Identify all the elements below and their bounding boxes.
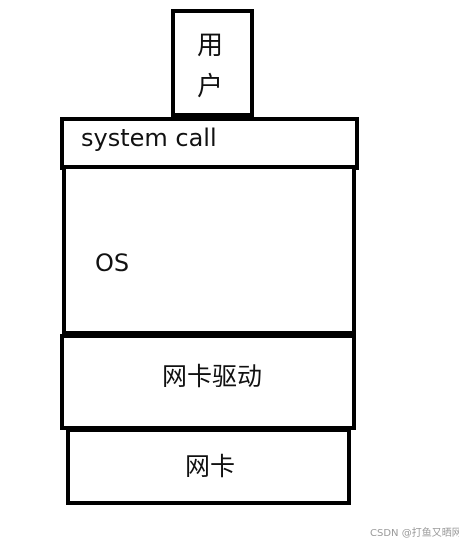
os-layer-label: OS <box>95 249 130 277</box>
nic-layer-box <box>66 428 351 505</box>
nic-driver-layer-box <box>60 334 356 430</box>
system-call-layer-label: system call <box>81 124 217 152</box>
nic-driver-layer-label: 网卡驱动 <box>162 362 263 391</box>
user-layer-box <box>171 9 254 117</box>
nic-layer-label: 网卡 <box>185 452 236 481</box>
user-layer-label-line2: 户 <box>197 72 224 102</box>
watermark-text: CSDN @打鱼又晒网 <box>370 528 459 539</box>
user-layer-label-line1: 用 <box>197 31 224 61</box>
os-layer-box <box>62 165 356 335</box>
system-call-layer-box <box>60 117 359 170</box>
